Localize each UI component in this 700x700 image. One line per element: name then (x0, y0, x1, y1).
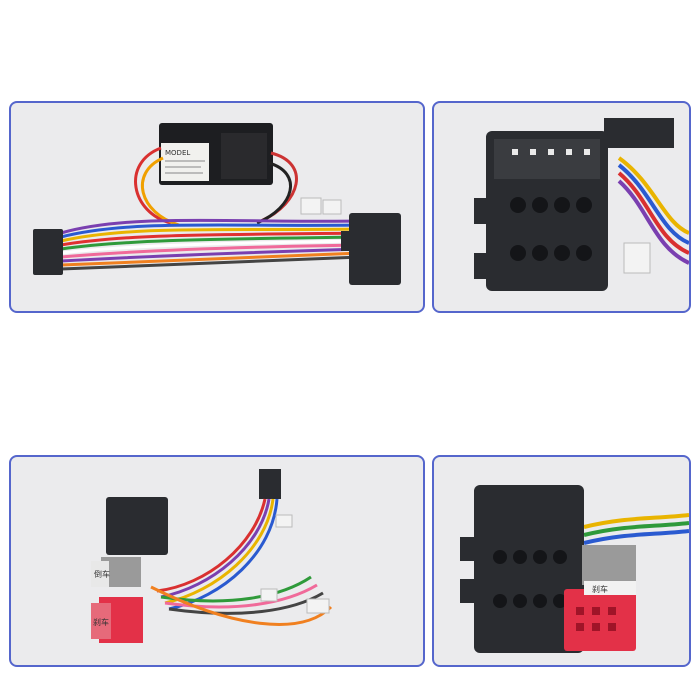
gray-connector (582, 545, 636, 585)
black-iso-connector (106, 497, 168, 555)
red-closeup-photo: 刹车 (460, 485, 689, 653)
white-plug (623, 242, 651, 274)
harness-labeled-photo: 倒车 刹车 (91, 469, 333, 643)
iso-closeup-photo (474, 118, 689, 291)
module-label: MODEL (165, 149, 190, 157)
red-tag-label: 刹车 (93, 617, 109, 627)
photo-panel-red-closeup: 刹车 (432, 455, 691, 667)
right-iso-connector (349, 213, 401, 285)
module-sticker (161, 143, 209, 181)
harness-module-photo: MODEL (33, 123, 401, 285)
photo-panel-iso-closeup (432, 101, 691, 313)
left-connector (33, 229, 63, 275)
iso-connector (474, 485, 584, 653)
photo-panel-harness-labeled: 倒车 刹车 (9, 455, 425, 667)
photo-panel-harness-module: MODEL (9, 101, 425, 313)
red-closeup-tag-label: 刹车 (592, 584, 608, 594)
gray-tag-label: 倒车 (94, 569, 110, 579)
red-connector (564, 589, 636, 651)
top-connector (259, 469, 281, 499)
wire-bundle (60, 218, 362, 271)
pin-sockets (510, 197, 592, 261)
